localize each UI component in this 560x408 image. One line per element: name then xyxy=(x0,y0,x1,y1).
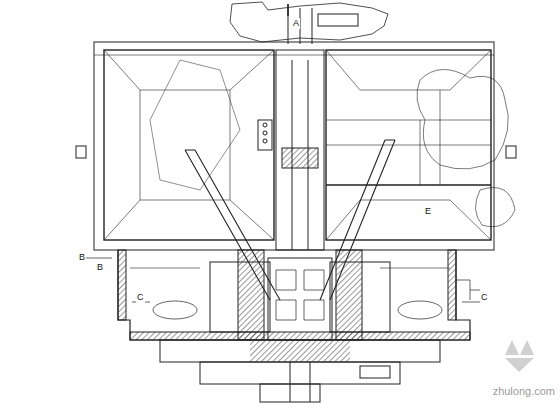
section-marker: C xyxy=(136,292,145,303)
section-marker: B xyxy=(96,262,104,273)
section-marker: B xyxy=(78,252,86,263)
section-marker: A xyxy=(292,18,300,29)
section-marker: C xyxy=(480,292,489,303)
section-marker: E xyxy=(424,206,432,217)
watermark: zhulong.com xyxy=(492,386,556,397)
